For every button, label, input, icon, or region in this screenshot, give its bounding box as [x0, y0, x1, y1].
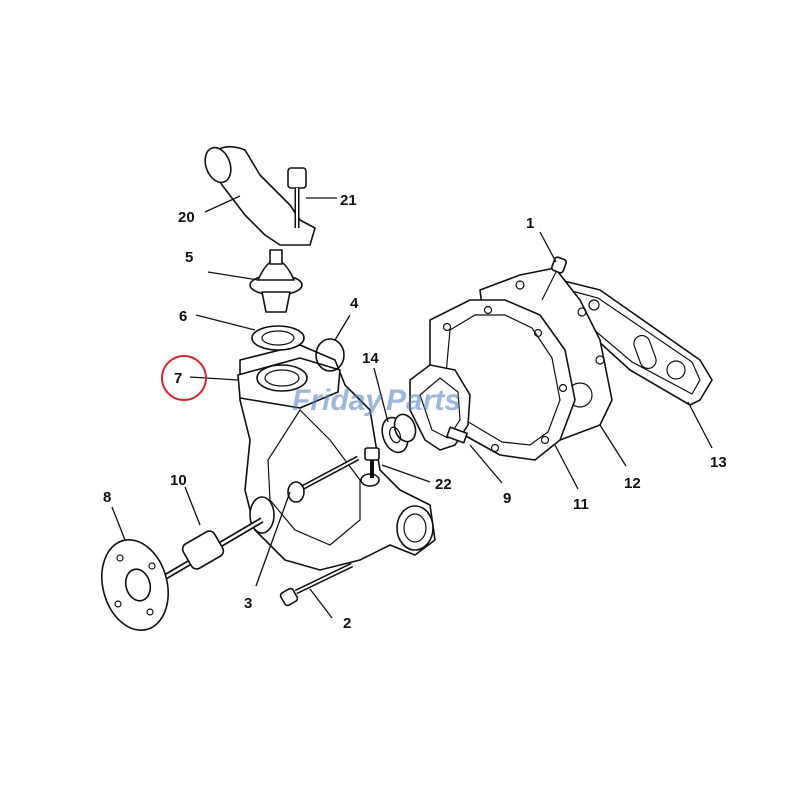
flange-8	[101, 539, 169, 631]
callout-3: 3	[244, 595, 252, 612]
callout-labels: 1 2 3 4 5 6 7 8 9 10 11 12 13 14 20 21 2…	[103, 192, 727, 632]
highlight-circle	[161, 355, 207, 401]
thermostat-5	[249, 249, 303, 313]
callout-22: 22	[435, 476, 452, 493]
callout-10: 10	[170, 472, 187, 489]
callout-8: 8	[103, 489, 111, 506]
bolt-21	[287, 167, 307, 228]
outlet-elbow-20	[204, 145, 316, 246]
leader-lines	[111, 195, 713, 619]
o-ring-4	[315, 338, 345, 372]
callout-21: 21	[340, 192, 357, 209]
callout-9: 9	[503, 490, 511, 507]
callout-2: 2	[343, 615, 351, 632]
bolt-22	[364, 447, 380, 478]
pump-housing-7	[237, 344, 436, 571]
callout-12: 12	[624, 475, 641, 492]
callout-6: 6	[179, 308, 187, 325]
shaft-bearing-10	[158, 517, 264, 583]
callout-20: 20	[178, 209, 195, 226]
callout-5: 5	[185, 249, 193, 266]
impeller-9	[409, 364, 471, 451]
callout-14: 14	[362, 350, 379, 367]
callout-13: 13	[710, 454, 727, 471]
bolt-2	[279, 562, 354, 607]
ring-6	[251, 325, 305, 351]
callout-4: 4	[350, 295, 359, 312]
stud-bolt	[287, 455, 360, 503]
callout-11: 11	[573, 496, 589, 513]
callout-7: 7	[174, 370, 182, 387]
seal-14	[381, 413, 417, 454]
callout-1: 1	[526, 215, 534, 232]
